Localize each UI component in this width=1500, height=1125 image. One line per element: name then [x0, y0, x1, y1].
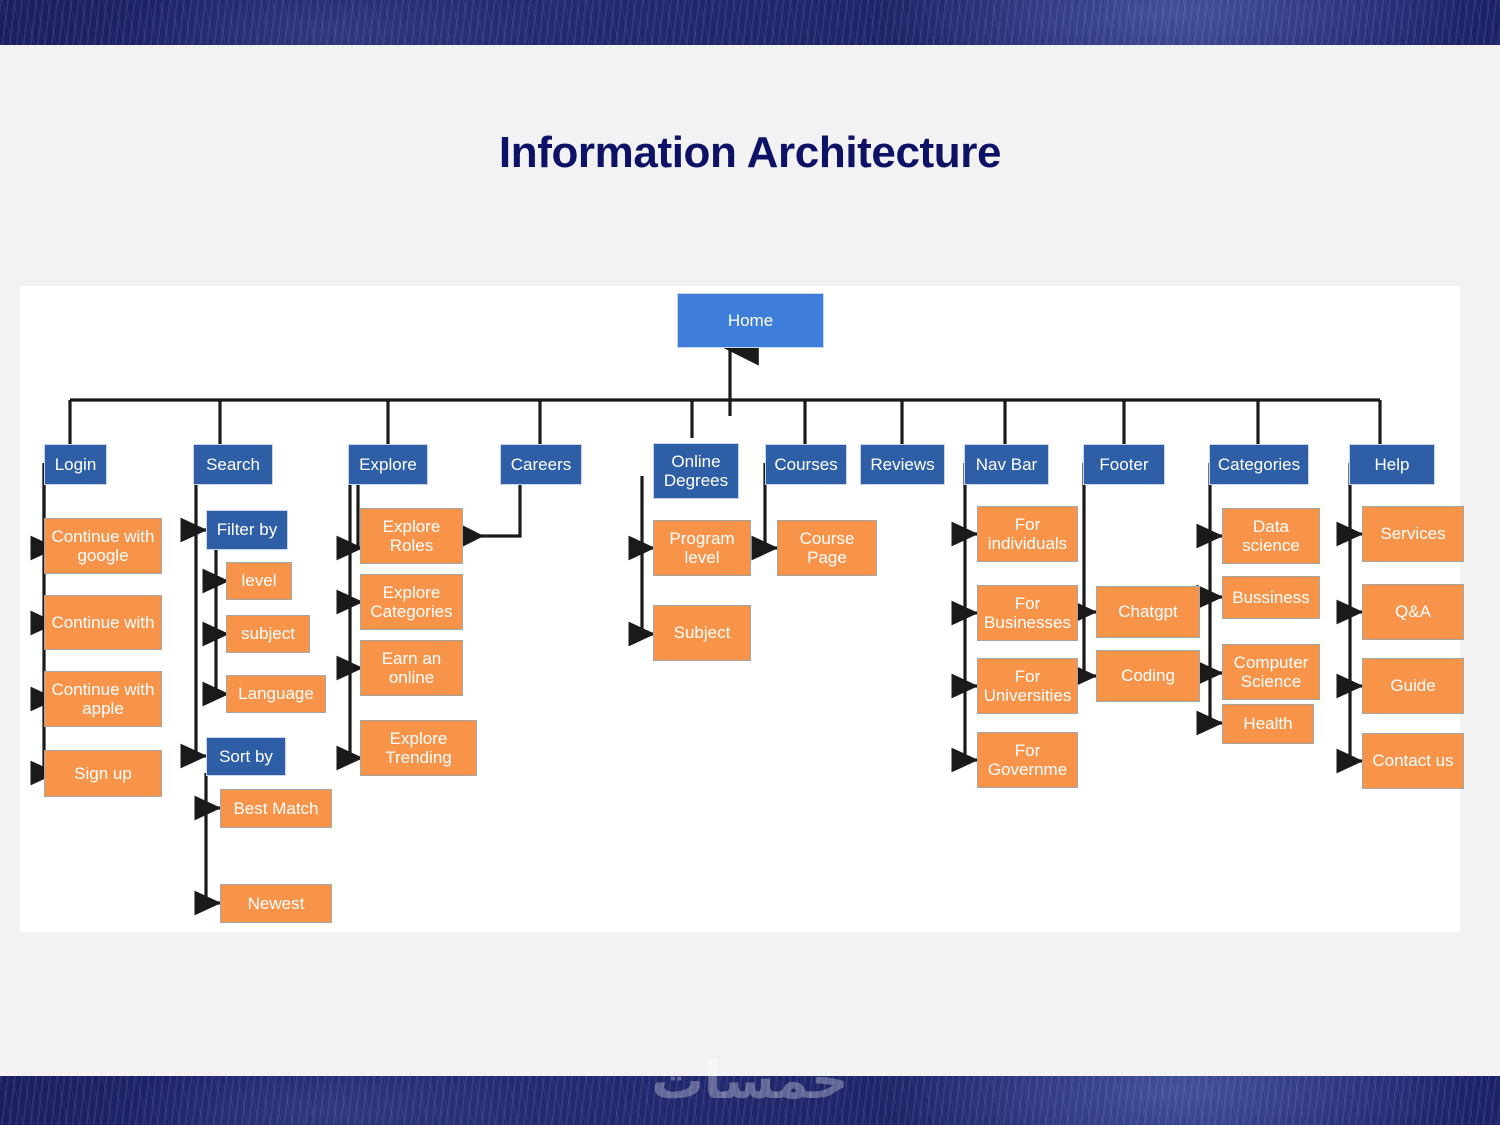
- node-search-filter-level[interactable]: level: [226, 562, 292, 600]
- node-search-filter-subject[interactable]: subject: [226, 615, 310, 653]
- node-help-services[interactable]: Services: [1362, 506, 1464, 562]
- node-online-degrees[interactable]: Online Degrees: [653, 443, 739, 499]
- node-help[interactable]: Help: [1349, 444, 1435, 485]
- top-decorative-band: [0, 0, 1500, 45]
- node-nav-for-businesses[interactable]: For Businesses: [977, 585, 1078, 641]
- node-help-guide[interactable]: Guide: [1362, 658, 1464, 714]
- node-footer-coding[interactable]: Coding: [1096, 650, 1200, 702]
- node-search-sort-newest[interactable]: Newest: [220, 884, 332, 923]
- node-search-sort-best-match[interactable]: Best Match: [220, 789, 332, 828]
- node-categories-health[interactable]: Health: [1222, 704, 1314, 744]
- page-title: Information Architecture: [498, 128, 1002, 177]
- node-search-filter-language[interactable]: Language: [226, 675, 326, 713]
- node-nav-for-government[interactable]: For Governme: [977, 732, 1078, 788]
- bottom-decorative-band: [0, 1076, 1500, 1125]
- node-explore-roles[interactable]: Explore Roles: [360, 508, 463, 564]
- node-home[interactable]: Home: [677, 293, 824, 348]
- node-search-sort-by[interactable]: Sort by: [206, 737, 286, 776]
- node-explore-earn-online[interactable]: Earn an online: [360, 640, 463, 696]
- node-footer[interactable]: Footer: [1083, 444, 1165, 485]
- node-categories-computer-science[interactable]: Computer Science: [1222, 644, 1320, 700]
- bottom-band-texture: [0, 1076, 1500, 1125]
- node-login-sign-up[interactable]: Sign up: [44, 750, 162, 797]
- node-login-continue-apple[interactable]: Continue with apple: [44, 671, 162, 727]
- node-nav-for-individuals[interactable]: For individuals: [977, 506, 1078, 562]
- top-band-texture: [0, 0, 1500, 45]
- node-search[interactable]: Search: [193, 444, 273, 485]
- node-courses[interactable]: Courses: [765, 444, 847, 485]
- node-careers[interactable]: Careers: [500, 444, 582, 485]
- node-nav-for-universities[interactable]: For Universities: [977, 658, 1078, 714]
- node-login[interactable]: Login: [44, 444, 107, 485]
- node-explore-trending[interactable]: Explore Trending: [360, 720, 477, 776]
- node-login-continue-with[interactable]: Continue with: [44, 595, 162, 650]
- node-explore-categories[interactable]: Explore Categories: [360, 574, 463, 630]
- diagram-canvas: Home Login Continue with google Continue…: [20, 286, 1464, 932]
- node-online-degrees-subject[interactable]: Subject: [653, 605, 751, 661]
- node-online-degrees-program-level[interactable]: Program level: [653, 520, 751, 576]
- node-categories-data-science[interactable]: Data science: [1222, 508, 1320, 564]
- node-nav-bar[interactable]: Nav Bar: [964, 444, 1049, 485]
- node-login-continue-google[interactable]: Continue with google: [44, 518, 162, 574]
- node-categories[interactable]: Categories: [1209, 444, 1309, 485]
- node-explore[interactable]: Explore: [348, 444, 428, 485]
- node-reviews[interactable]: Reviews: [860, 444, 945, 485]
- node-categories-bussiness[interactable]: Bussiness: [1222, 576, 1320, 619]
- node-footer-chatgpt[interactable]: Chatgpt: [1096, 586, 1200, 638]
- node-help-qa[interactable]: Q&A: [1362, 584, 1464, 640]
- node-courses-course-page[interactable]: Course Page: [777, 520, 877, 576]
- node-search-filter-by[interactable]: Filter by: [206, 510, 288, 550]
- node-help-contact-us[interactable]: Contact us: [1362, 733, 1464, 789]
